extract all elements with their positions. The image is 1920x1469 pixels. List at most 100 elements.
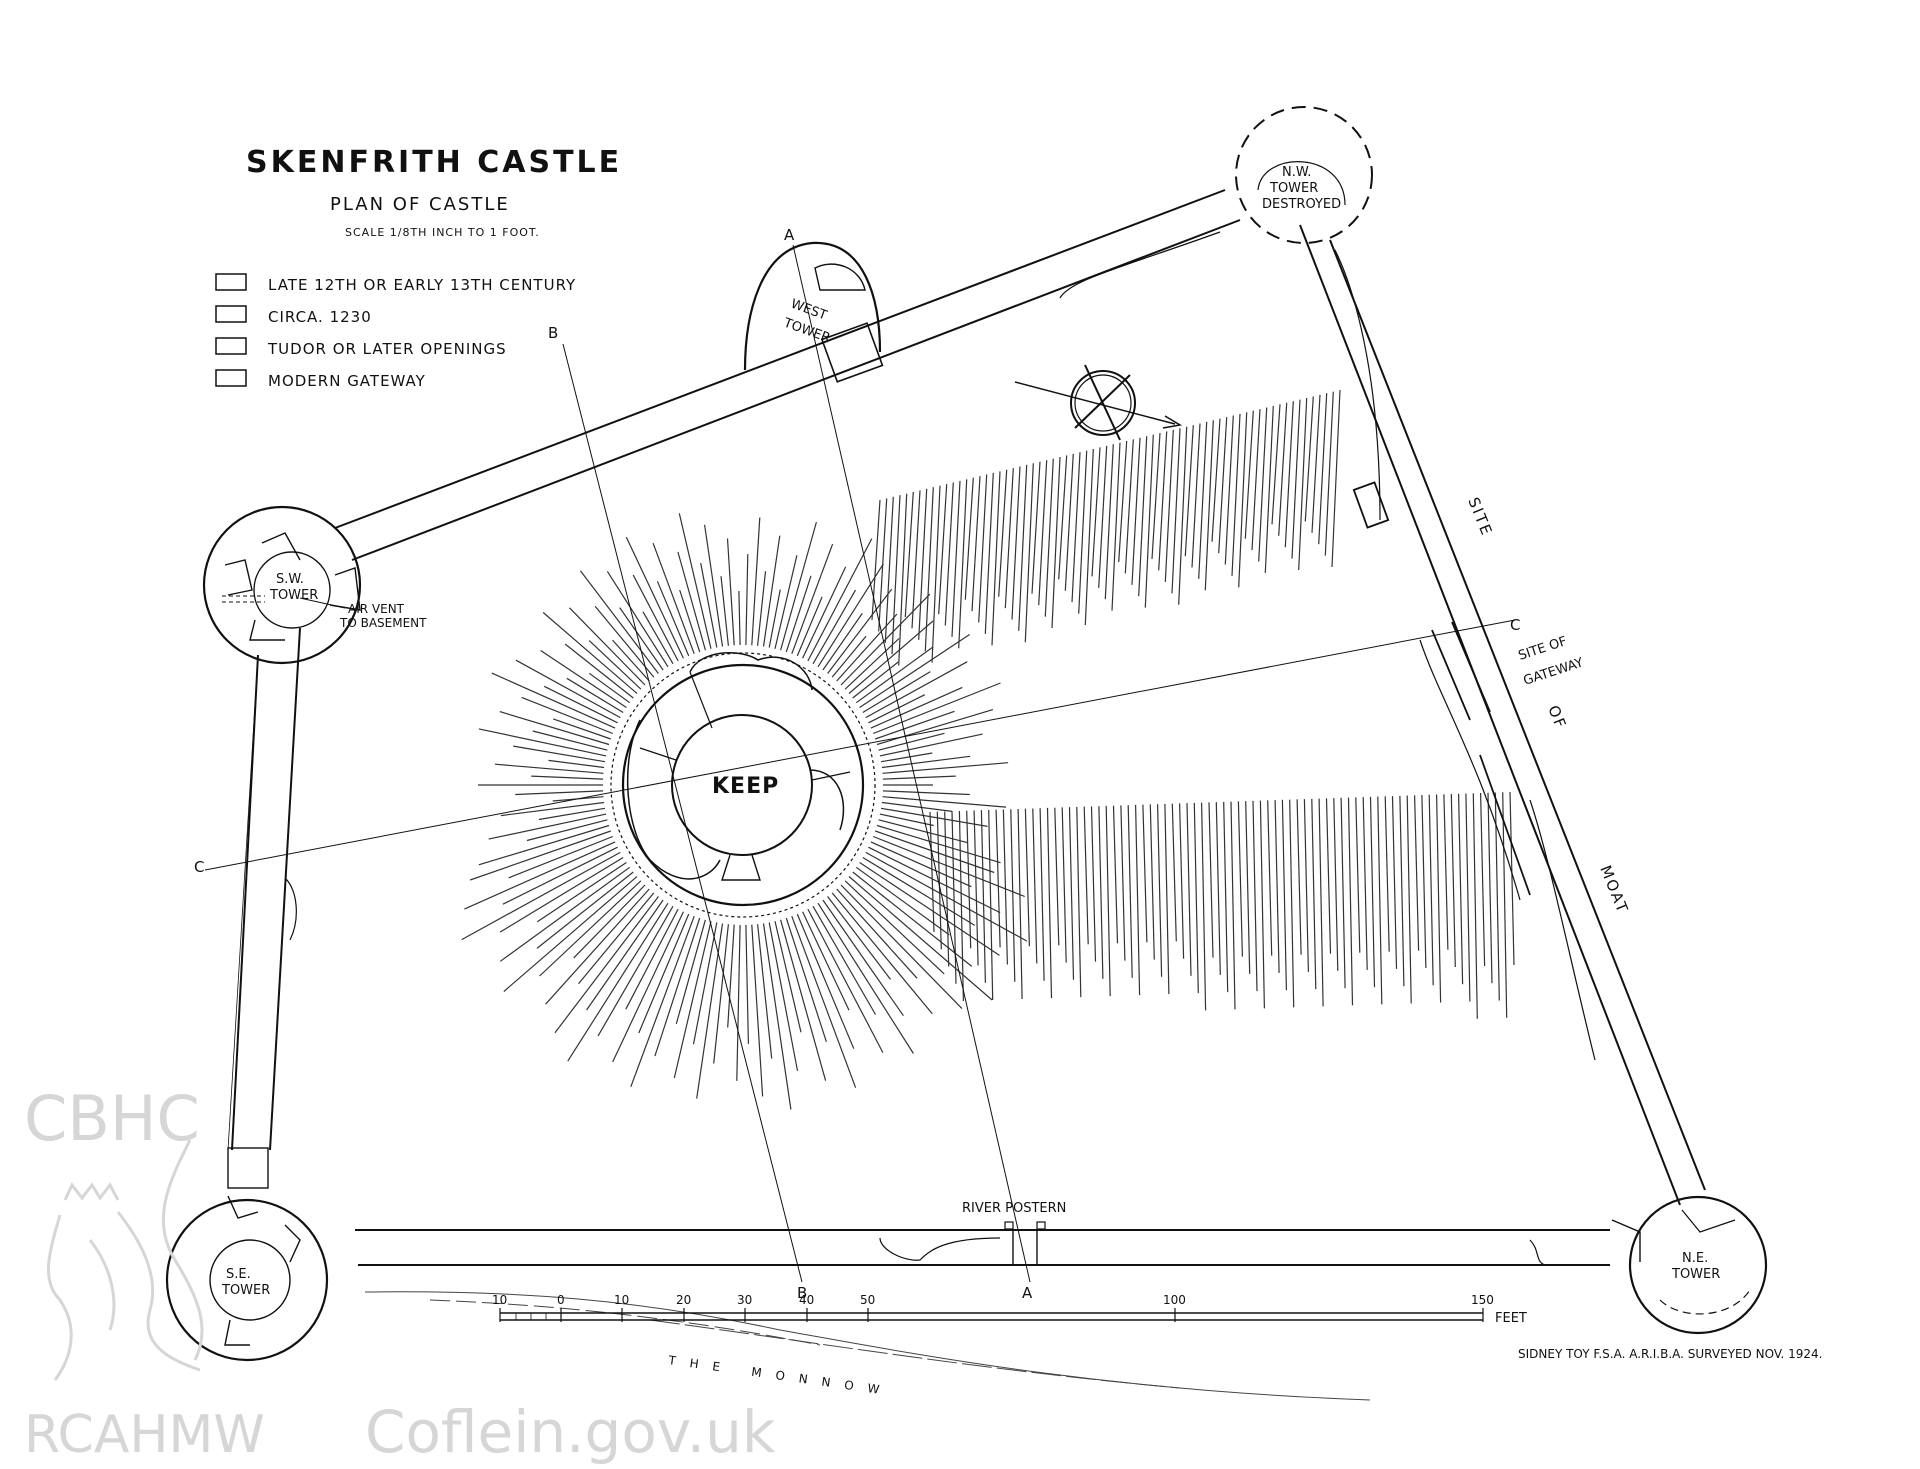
hatch-stroke	[1458, 793, 1464, 985]
hatch-stroke	[1304, 396, 1314, 522]
legend-label: MODERN GATEWAY	[268, 372, 426, 390]
hatch-stroke	[494, 763, 604, 774]
hatch-stroke	[1131, 437, 1141, 585]
hatch-stroke	[827, 588, 893, 674]
hatch-stroke	[1151, 432, 1161, 560]
hatch-stroke	[675, 919, 706, 1025]
nw-tower-label: DESTROYED	[1262, 197, 1341, 212]
se-tower: S.E. TOWER	[165, 1147, 329, 1362]
hatch-stroke	[881, 801, 953, 812]
hatch-stroke	[1039, 808, 1045, 981]
hatch-stroke	[951, 811, 957, 984]
hatch-stroke	[836, 888, 918, 979]
hatch-stroke	[1218, 417, 1228, 554]
hatch-stroke	[817, 563, 884, 668]
hatch-stroke	[1144, 434, 1154, 608]
hatch-stroke	[936, 811, 942, 950]
hatch-stroke	[1004, 468, 1014, 609]
hatch-stroke	[1252, 800, 1258, 992]
of-label: OF	[1544, 703, 1570, 732]
hatch-stroke	[822, 613, 863, 671]
hatch-stroke	[652, 542, 695, 655]
hatch-stroke	[882, 762, 1009, 774]
hatch-stroke	[831, 635, 867, 678]
hatch-stroke	[1325, 798, 1332, 954]
lower-bank-hatching	[929, 791, 1515, 1019]
hatch-stroke	[1208, 802, 1214, 958]
legend-swatch	[215, 337, 247, 355]
hatch-stroke	[478, 824, 610, 866]
keep-label: KEEP	[712, 774, 779, 799]
hatch-stroke	[569, 607, 646, 686]
section-b-bottom: B	[797, 1284, 807, 1302]
moat-label: MOAT	[1596, 863, 1632, 917]
air-vent-label: AIR VENT	[348, 602, 405, 616]
hatch-stroke	[521, 696, 614, 735]
hatch-stroke	[774, 555, 798, 649]
hatch-stroke	[573, 884, 646, 959]
hatch-stroke	[1171, 428, 1181, 594]
hatch-stroke	[1298, 397, 1308, 571]
hatch-stroke	[536, 862, 627, 923]
hatch-stroke	[988, 809, 994, 1001]
river-bank	[364, 1291, 1371, 1401]
hatch-stroke	[1078, 450, 1088, 614]
hatch-stroke	[958, 479, 968, 649]
hatch-stroke	[1105, 805, 1111, 997]
hatch-stroke	[958, 810, 964, 1002]
hatch-stroke	[944, 482, 954, 626]
hatch-stroke	[488, 813, 607, 840]
hatch-stroke	[817, 902, 914, 1054]
hatch-stroke	[1377, 796, 1383, 1005]
hatch-stroke	[1201, 802, 1207, 1011]
hatch-stroke	[971, 476, 981, 612]
hatch-stroke	[807, 538, 873, 662]
ne-tower-label: TOWER	[1671, 1267, 1720, 1282]
scale-tick-label: 20	[676, 1293, 691, 1307]
nw-tower-label: N.W.	[1282, 165, 1311, 180]
hatch-stroke	[938, 484, 948, 615]
hatch-stroke	[1149, 804, 1155, 960]
hatch-stroke	[1164, 803, 1170, 995]
hatch-stroke	[1355, 797, 1361, 953]
hatch-stroke	[931, 485, 941, 663]
scale-unit: FEET	[1495, 1311, 1527, 1326]
hatch-stroke	[1157, 804, 1163, 977]
hatch-stroke	[1017, 808, 1023, 1000]
sw-tower-label: TOWER	[269, 588, 318, 603]
hatch-stroke	[1024, 808, 1030, 947]
hatch-stroke	[554, 896, 659, 1034]
hatch-stroke	[1179, 803, 1185, 959]
hatch-stroke	[884, 496, 894, 643]
hatch-stroke	[1421, 794, 1427, 969]
hatch-stroke	[1259, 800, 1265, 1009]
hatch-stroke	[594, 605, 655, 678]
hatch-stroke	[870, 841, 972, 888]
hatch-stroke	[464, 841, 616, 910]
hatch-stroke	[768, 589, 781, 648]
hatch-stroke	[597, 905, 674, 1037]
legend: LATE 12TH OR EARLY 13TH CENTURY CIRCA. 1…	[215, 273, 575, 390]
hatch-stroke	[802, 566, 847, 659]
hatch-stroke	[1480, 792, 1486, 967]
hatch-stroke	[1450, 793, 1456, 968]
hatch-stroke	[727, 924, 735, 1028]
hatch-stroke	[1311, 394, 1321, 533]
hatch-stroke	[700, 562, 718, 648]
scale-tick-label: 150	[1471, 1293, 1494, 1307]
hatch-stroke	[1237, 801, 1243, 957]
hatch-stroke	[1311, 798, 1317, 990]
hatch-stroke	[1051, 456, 1061, 629]
hatch-stroke	[513, 745, 606, 763]
hatch-stroke	[880, 807, 988, 827]
hatch-stroke	[625, 908, 679, 1010]
hatch-stroke	[1340, 797, 1346, 989]
hatch-stroke	[1076, 806, 1082, 998]
hatch-stroke	[855, 646, 934, 704]
hatch-stroke	[995, 809, 1001, 948]
sw-tower-label: S.W.	[276, 572, 304, 587]
hatch-stroke	[1111, 442, 1121, 611]
hatch-stroke	[726, 538, 735, 646]
legend-label: CIRCA. 1230	[268, 308, 372, 326]
hatch-stroke	[762, 535, 781, 647]
